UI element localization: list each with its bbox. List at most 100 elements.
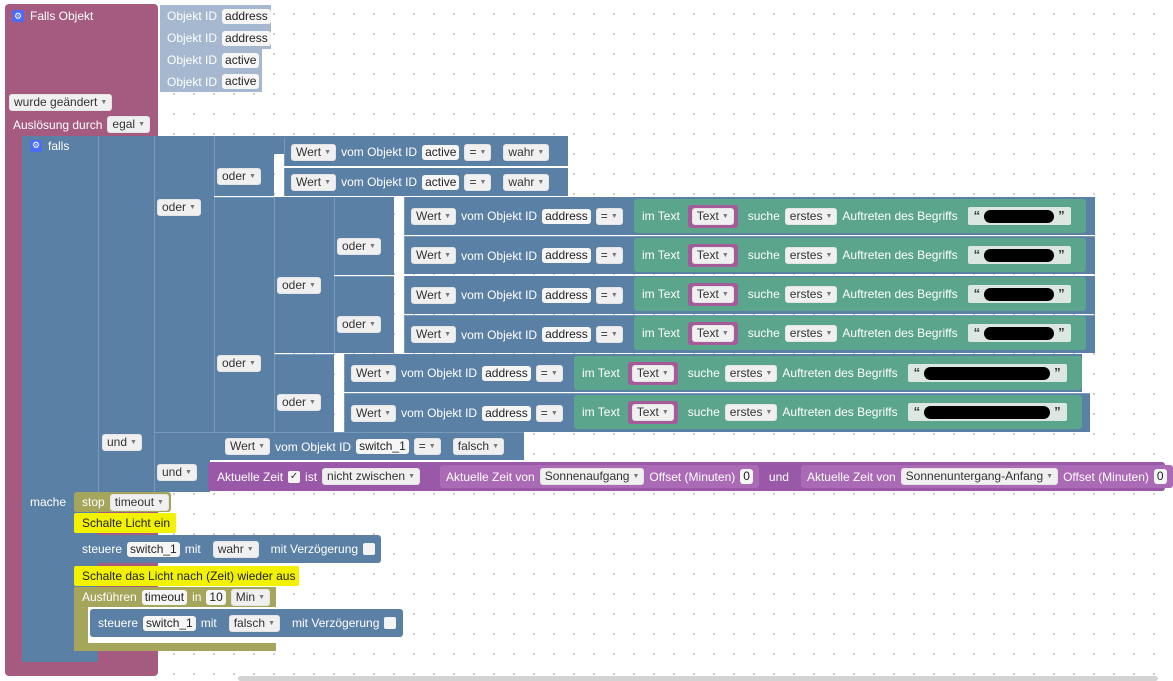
- value-dropdown[interactable]: Wert▼: [351, 404, 397, 422]
- sun-event-dropdown[interactable]: Sonnenuntergang-Anfang▼: [900, 468, 1059, 485]
- or-block-address-b[interactable]: [274, 354, 334, 432]
- value-dropdown[interactable]: Wert▼: [411, 247, 457, 264]
- gear-icon[interactable]: ⚙: [12, 10, 24, 22]
- equals-dropdown[interactable]: =▼: [595, 286, 623, 304]
- text-variable[interactable]: Text▼: [687, 282, 738, 306]
- equals-dropdown[interactable]: =▼: [464, 143, 492, 161]
- or-operator-dropdown[interactable]: oder▼: [337, 316, 381, 333]
- value-dropdown[interactable]: Wert▼: [411, 326, 457, 343]
- object-id-field[interactable]: address: [222, 8, 271, 24]
- first-dropdown[interactable]: erstes▼: [724, 403, 778, 421]
- control-block-2[interactable]: steuere switch_1 mit falsch▼ mit Verzöge…: [90, 609, 403, 637]
- object-id-field[interactable]: address: [542, 327, 591, 342]
- text-search-4[interactable]: im Text Text▼ suche erstes▼ Auftreten de…: [634, 316, 1086, 350]
- time-unit-dropdown[interactable]: Min▼: [230, 588, 271, 606]
- stop-timeout-block[interactable]: stop timeout▼: [74, 492, 171, 512]
- first-dropdown[interactable]: erstes▼: [724, 364, 778, 382]
- equals-dropdown[interactable]: =▼: [464, 173, 492, 191]
- or-block-active[interactable]: [214, 136, 274, 196]
- or-operator-dropdown[interactable]: oder▼: [157, 199, 201, 216]
- text-variable[interactable]: Text▼: [627, 400, 678, 424]
- equals-dropdown[interactable]: =▼: [413, 438, 441, 455]
- text-search-6[interactable]: im Text Text▼ suche erstes▼ Auftreten de…: [574, 395, 1082, 429]
- bool-dropdown[interactable]: wahr▼: [212, 540, 259, 558]
- or-operator-dropdown[interactable]: oder▼: [277, 394, 321, 411]
- object-id-field[interactable]: switch_1: [127, 541, 180, 557]
- and-operator-dropdown[interactable]: und▼: [157, 464, 197, 481]
- current-time-checkbox[interactable]: ✓: [288, 470, 301, 483]
- offset-field[interactable]: 0: [1153, 469, 1167, 484]
- horizontal-scrollbar[interactable]: [238, 676, 1158, 681]
- or-operator-dropdown[interactable]: oder▼: [217, 168, 261, 185]
- text-variable[interactable]: Text▼: [687, 204, 738, 228]
- object-id-field[interactable]: address: [542, 287, 591, 303]
- compare-switch[interactable]: Wert▼ vom Objekt ID switch_1 =▼ falsch▼: [154, 432, 524, 460]
- object-id-field[interactable]: address: [482, 405, 531, 421]
- or-operator-dropdown[interactable]: oder▼: [277, 277, 321, 294]
- ausloesung-dropdown[interactable]: egal▼: [107, 116, 151, 133]
- text-search-1[interactable]: im Text Text▼ suche erstes▼ Auftreten de…: [634, 199, 1086, 233]
- time-to-block[interactable]: Aktuelle Zeit von Sonnenuntergang-Anfang…: [800, 465, 1173, 488]
- timeout-name-field[interactable]: timeout: [141, 589, 188, 605]
- object-id-field[interactable]: switch_1: [143, 615, 196, 631]
- search-term-string[interactable]: “”: [967, 324, 1071, 342]
- value-dropdown[interactable]: Wert▼: [351, 364, 397, 382]
- comment-block-1[interactable]: Schalte Licht ein: [74, 513, 176, 533]
- between-dropdown[interactable]: nicht zwischen▼: [322, 468, 421, 485]
- timeout-dropdown[interactable]: timeout▼: [109, 493, 169, 511]
- object-id-field[interactable]: active: [422, 174, 460, 190]
- text-variable[interactable]: Text▼: [687, 321, 738, 345]
- value-dropdown[interactable]: Wert▼: [291, 143, 337, 161]
- bool-dropdown[interactable]: wahr▼: [503, 173, 550, 191]
- trigger-dropdown[interactable]: wurde geändert▼: [9, 94, 113, 111]
- object-id-field[interactable]: address: [222, 30, 271, 46]
- bool-dropdown[interactable]: wahr▼: [503, 143, 550, 161]
- sun-event-dropdown[interactable]: Sonnenaufgang▼: [539, 468, 645, 485]
- value-dropdown[interactable]: Wert▼: [411, 286, 457, 304]
- first-dropdown[interactable]: erstes▼: [784, 324, 838, 342]
- equals-dropdown[interactable]: =▼: [595, 326, 623, 343]
- equals-dropdown[interactable]: =▼: [535, 404, 563, 422]
- gear-icon[interactable]: ⚙: [30, 139, 42, 152]
- text-search-2[interactable]: im Text Text▼ suche erstes▼ Auftreten de…: [634, 238, 1086, 272]
- object-id-field[interactable]: active: [222, 52, 260, 68]
- text-search-5[interactable]: im Text Text▼ suche erstes▼ Auftreten de…: [574, 356, 1082, 390]
- or-block-address[interactable]: [214, 197, 274, 432]
- offset-field[interactable]: 0: [740, 469, 753, 484]
- value-dropdown[interactable]: Wert▼: [411, 207, 457, 225]
- or-block-address-a[interactable]: [274, 197, 334, 353]
- delay-checkbox[interactable]: [363, 543, 376, 555]
- comment-block-2[interactable]: Schalte das Licht nach (Zeit) wieder aus: [74, 566, 299, 586]
- search-term-string[interactable]: “”: [967, 246, 1071, 264]
- text-variable[interactable]: Text▼: [687, 243, 738, 267]
- first-dropdown[interactable]: erstes▼: [784, 246, 838, 264]
- object-id-field[interactable]: active: [422, 144, 460, 160]
- time-condition[interactable]: Aktuelle Zeit ✓ ist nicht zwischen▼ Aktu…: [208, 462, 1173, 491]
- timeout-value-field[interactable]: 10: [206, 589, 226, 605]
- object-id-field[interactable]: address: [482, 365, 531, 381]
- and-block-outer[interactable]: [98, 136, 154, 492]
- object-id-field[interactable]: address: [542, 208, 591, 224]
- control-block-1[interactable]: steuere switch_1 mit wahr▼ mit Verzögeru…: [74, 535, 381, 563]
- search-term-string[interactable]: “”: [907, 364, 1067, 382]
- object-id-field[interactable]: address: [542, 248, 591, 263]
- delay-checkbox[interactable]: [384, 617, 397, 629]
- search-term-string[interactable]: “”: [967, 207, 1071, 225]
- or-block-main[interactable]: [154, 136, 214, 432]
- equals-dropdown[interactable]: =▼: [535, 364, 563, 382]
- equals-dropdown[interactable]: =▼: [595, 207, 623, 225]
- or-operator-dropdown[interactable]: oder▼: [337, 238, 381, 255]
- first-dropdown[interactable]: erstes▼: [784, 285, 838, 303]
- first-dropdown[interactable]: erstes▼: [784, 207, 838, 225]
- search-term-string[interactable]: “”: [967, 285, 1071, 303]
- value-dropdown[interactable]: Wert▼: [291, 173, 337, 191]
- text-search-3[interactable]: im Text Text▼ suche erstes▼ Auftreten de…: [634, 277, 1086, 311]
- time-from-block[interactable]: Aktuelle Zeit von Sonnenaufgang▼ Offset …: [440, 465, 759, 488]
- compare-active-1[interactable]: Wert▼ vom Objekt ID active =▼ wahr▼: [284, 138, 568, 166]
- compare-active-2[interactable]: Wert▼ vom Objekt ID active =▼ wahr▼: [284, 168, 568, 196]
- value-dropdown[interactable]: Wert▼: [225, 438, 271, 455]
